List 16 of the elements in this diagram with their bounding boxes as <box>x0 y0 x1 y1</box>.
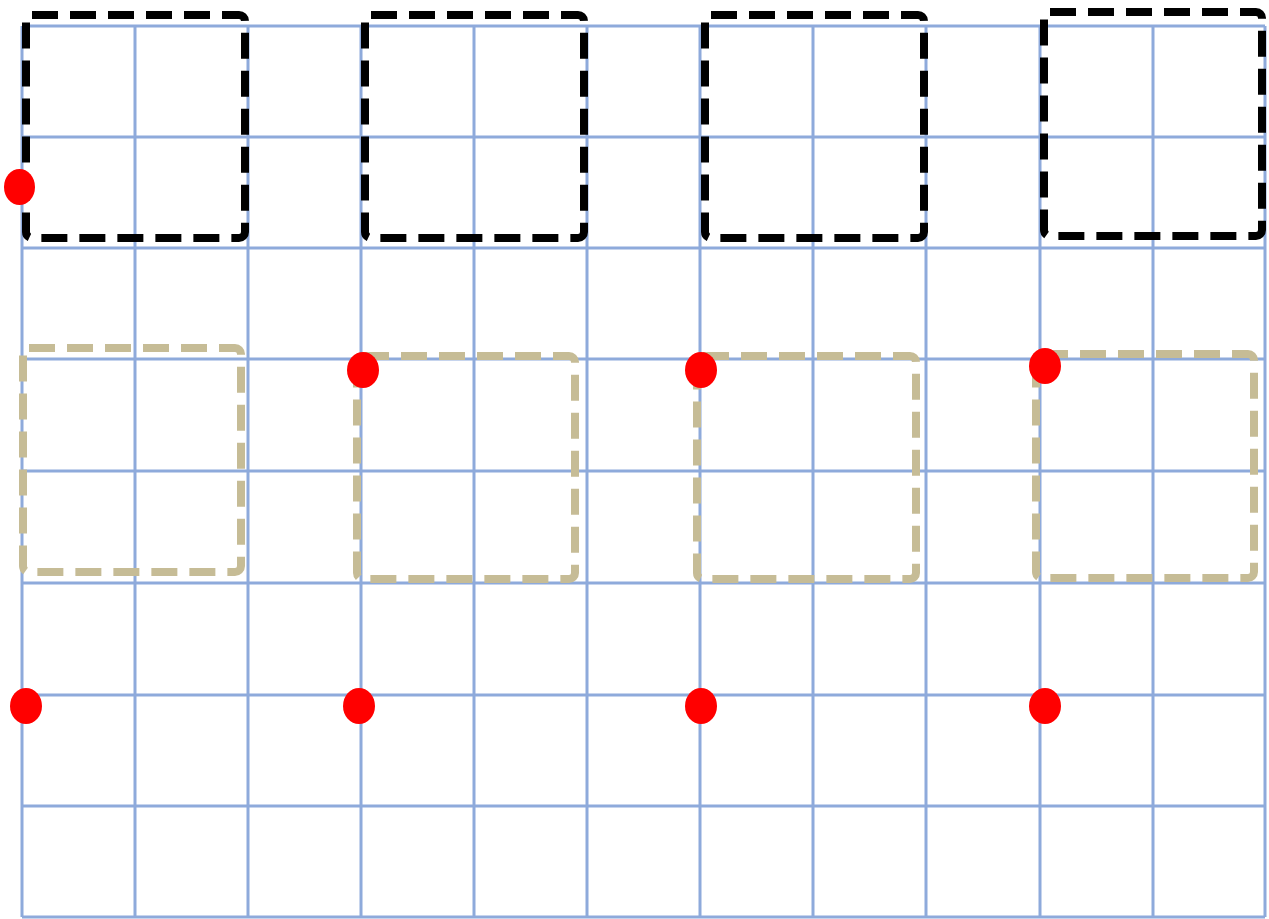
dot-marker <box>685 688 717 724</box>
dot-marker <box>1029 688 1061 724</box>
dashed-frame <box>22 11 249 242</box>
dot-marker <box>10 688 42 724</box>
dashed-frame <box>19 344 245 576</box>
dot-marker <box>347 352 379 388</box>
dot-marker <box>685 352 717 388</box>
dashed-frame <box>353 352 579 583</box>
dashed-frame <box>701 11 928 242</box>
dashed-frame <box>1032 350 1258 582</box>
dashed-frame <box>1040 8 1266 240</box>
dot-marker <box>4 169 35 205</box>
dashed-frame <box>361 11 588 242</box>
dot-marker <box>1029 348 1061 384</box>
dashed-frame <box>693 352 920 583</box>
dot-marker <box>343 688 375 724</box>
